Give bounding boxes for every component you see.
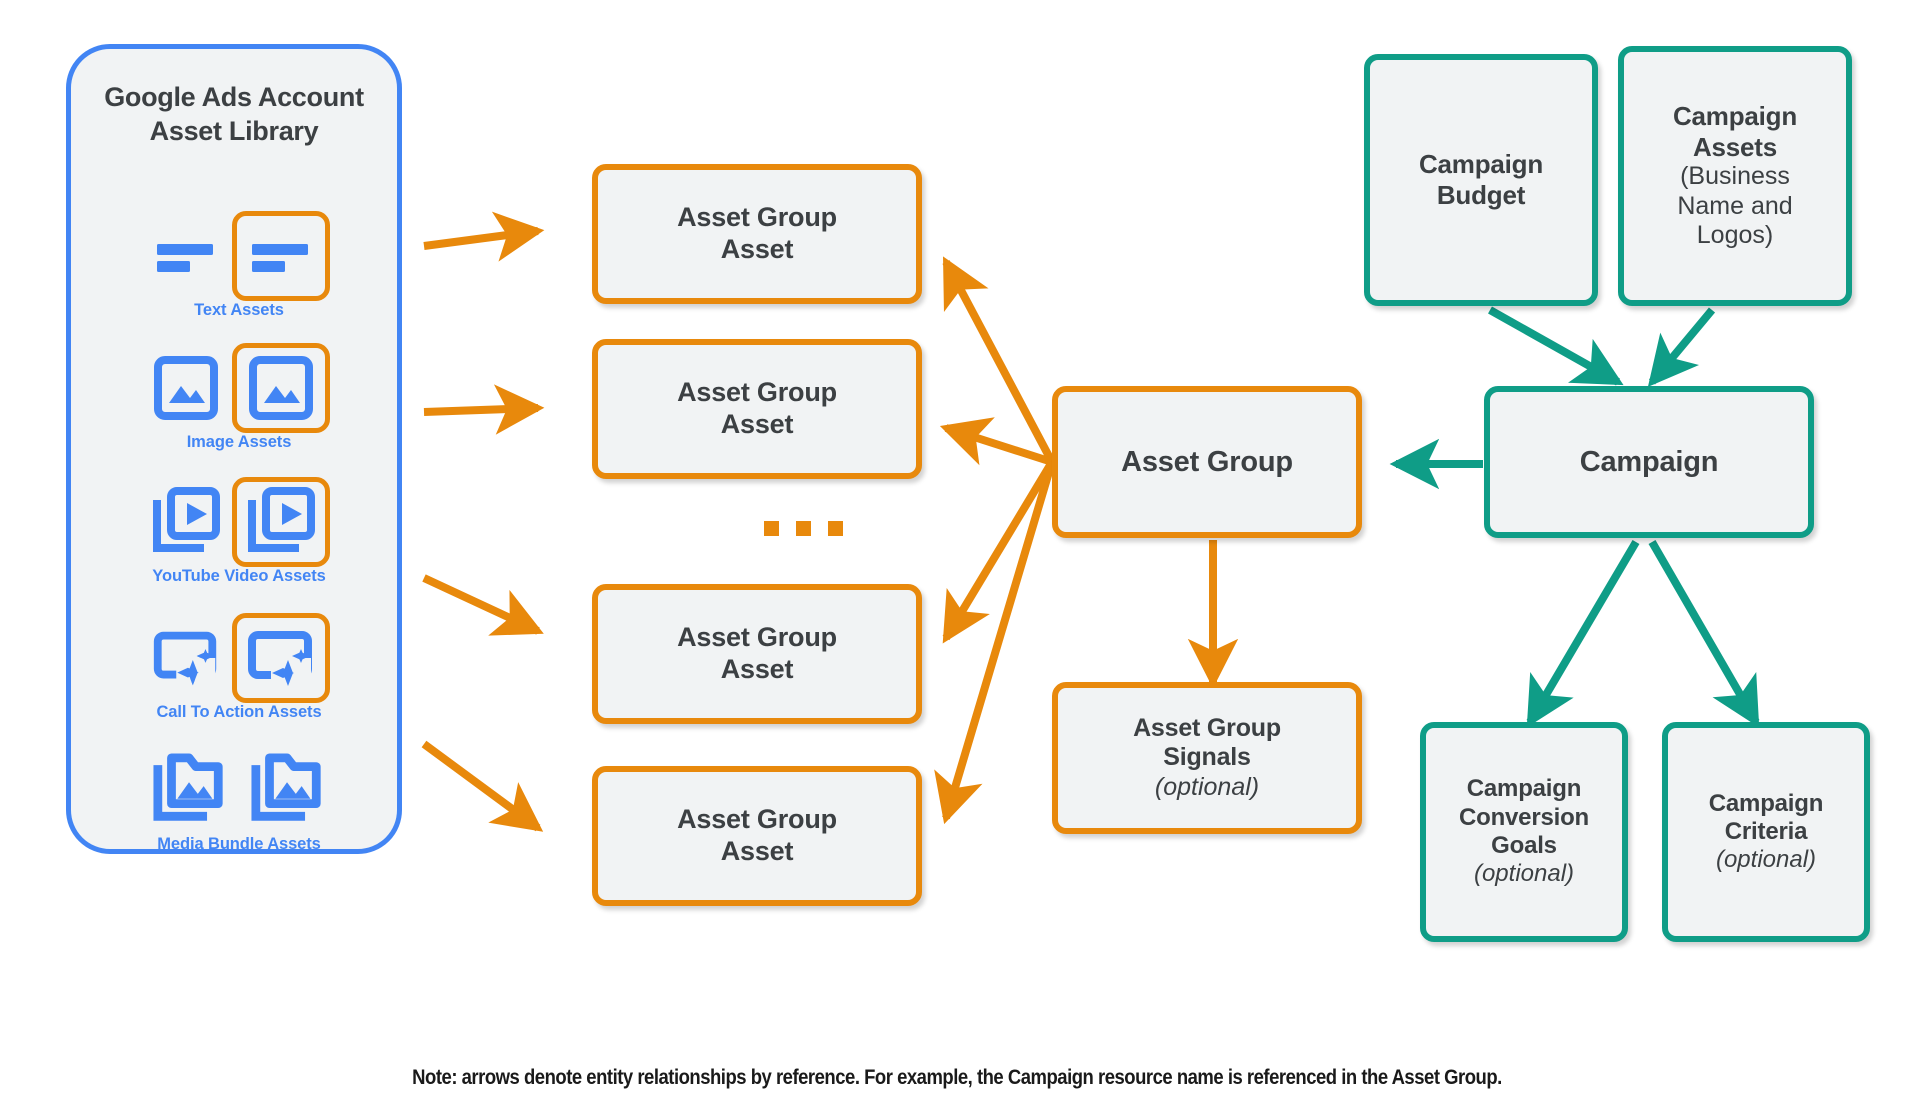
call-to-action-asset-icon-pair — [71, 613, 407, 703]
campaign-conversion-goals-line3: Goals — [1491, 832, 1557, 859]
asset-library-title: Google Ads Account Asset Library — [71, 81, 397, 149]
asset-group-asset-line2-3: Asset — [720, 654, 794, 684]
asset-row-text[interactable]: Text Assets — [71, 211, 407, 320]
asset-row-media-bundle[interactable]: Media Bundle Assets — [71, 749, 407, 854]
asset-group-signals-box[interactable]: Asset Group Signals (optional) — [1052, 682, 1362, 834]
call-to-action-asset-icon-selected[interactable] — [232, 613, 330, 703]
asset-row-youtube-video[interactable]: YouTube Video Assets — [71, 477, 407, 586]
campaign-label: Campaign — [1579, 445, 1719, 478]
asset-group-label: Asset Group — [1121, 445, 1293, 478]
asset-label-text: Text Assets — [194, 301, 284, 319]
campaign-budget-line2: Budget — [1436, 180, 1526, 210]
asset-group-asset-box-4[interactable]: Asset Group Asset — [592, 766, 922, 906]
asset-group-signals-line1: Asset Group — [1133, 713, 1281, 742]
asset-library-title-line2: Asset Library — [149, 115, 319, 146]
asset-group-asset-line1-2: Asset Group — [677, 377, 837, 408]
asset-label-call-to-action: Call To Action Assets — [156, 703, 322, 721]
campaign-conversion-goals-line2: Conversion — [1458, 803, 1590, 831]
asset-group-asset-box-2[interactable]: Asset Group Asset — [592, 339, 922, 479]
image-asset-icon-pair — [71, 343, 407, 433]
campaign-assets-sub2: Name and — [1677, 191, 1793, 220]
image-asset-icon — [148, 350, 224, 426]
media-bundle-asset-icon-pair — [71, 749, 407, 831]
campaign-assets-sub1: (Business — [1680, 162, 1790, 191]
youtube-video-asset-icon-pair — [71, 477, 407, 567]
campaign-assets-line1: Campaign — [1672, 101, 1798, 132]
youtube-video-asset-icon-selected[interactable] — [232, 477, 330, 567]
media-bundle-asset-icon-2 — [250, 752, 326, 828]
youtube-video-asset-icon — [148, 484, 224, 560]
asset-library-title-line1: Google Ads Account — [104, 82, 364, 112]
asset-group-asset-line2-2: Asset — [720, 409, 794, 439]
asset-group-asset-box-1[interactable]: Asset Group Asset — [592, 164, 922, 304]
asset-group-asset-box-3[interactable]: Asset Group Asset — [592, 584, 922, 724]
ellipsis-dot-3 — [828, 521, 843, 536]
asset-label-media-bundle: Media Bundle Assets — [157, 835, 321, 853]
campaign-assets-line2: Assets — [1692, 131, 1778, 162]
asset-group-asset-line2-1: Asset — [720, 234, 794, 264]
asset-library-panel: Google Ads Account Asset Library — [66, 44, 402, 854]
diagram-footnote: Note: arrows denote entity relationships… — [412, 1066, 1502, 1089]
campaign-assets-sub3: Logos) — [1696, 221, 1774, 250]
ellipsis-indicator — [764, 521, 843, 536]
asset-row-call-to-action[interactable]: Call To Action Assets — [71, 613, 407, 722]
call-to-action-asset-icon — [148, 620, 224, 696]
asset-label-image: Image Assets — [186, 433, 292, 451]
asset-group-signals-line2: Signals — [1163, 743, 1251, 772]
campaign-criteria-line2: Criteria — [1724, 817, 1808, 845]
ellipsis-dot-2 — [796, 521, 811, 536]
campaign-assets-box[interactable]: Campaign Assets (Business Name and Logos… — [1618, 46, 1852, 306]
image-asset-icon-selected[interactable] — [232, 343, 330, 433]
asset-group-asset-line1-4: Asset Group — [677, 804, 837, 835]
campaign-criteria-line1: Campaign — [1708, 789, 1824, 817]
campaign-conversion-goals-box[interactable]: Campaign Conversion Goals (optional) — [1420, 722, 1628, 942]
campaign-criteria-optional: (optional) — [1715, 846, 1817, 874]
asset-group-asset-line1-1: Asset Group — [677, 202, 837, 233]
campaign-conversion-goals-optional: (optional) — [1473, 860, 1575, 888]
media-bundle-asset-icon — [152, 752, 228, 828]
asset-label-youtube-video: YouTube Video Assets — [152, 567, 326, 585]
asset-group-signals-optional: (optional) — [1154, 772, 1260, 801]
text-asset-icon-selected[interactable] — [232, 211, 330, 301]
asset-group-asset-line2-4: Asset — [720, 836, 794, 866]
asset-row-image[interactable]: Image Assets — [71, 343, 407, 452]
asset-group-asset-line1-3: Asset Group — [677, 622, 837, 653]
campaign-criteria-box[interactable]: Campaign Criteria (optional) — [1662, 722, 1870, 942]
asset-group-box[interactable]: Asset Group — [1052, 386, 1362, 538]
text-asset-icon — [148, 218, 224, 294]
campaign-budget-box[interactable]: Campaign Budget — [1364, 54, 1598, 306]
campaign-conversion-goals-line1: Campaign — [1466, 775, 1582, 803]
text-asset-icon-pair — [71, 211, 407, 301]
campaign-box[interactable]: Campaign — [1484, 386, 1814, 538]
ellipsis-dot-1 — [764, 521, 779, 536]
campaign-budget-line1: Campaign — [1418, 149, 1544, 180]
